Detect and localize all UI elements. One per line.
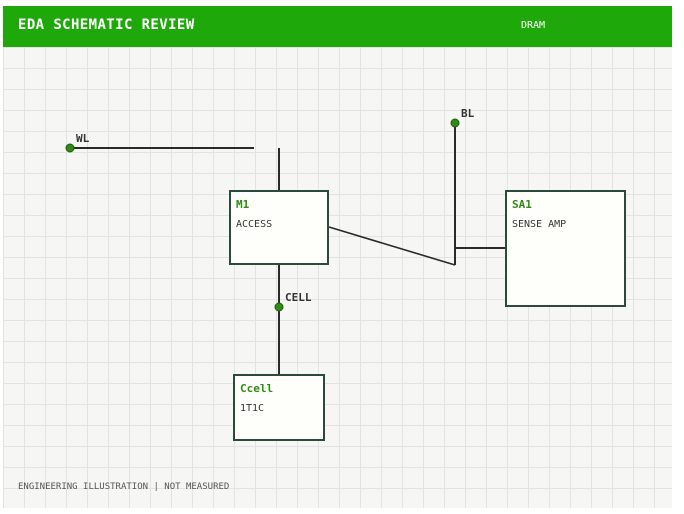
wire-layer bbox=[65, 118, 506, 375]
block-m1-desc: ACCESS bbox=[236, 219, 273, 230]
page-title: EDA SCHEMATIC REVIEW bbox=[18, 17, 195, 33]
block-ccell-desc: 1T1C bbox=[240, 403, 265, 414]
net-label-bl: BL bbox=[461, 107, 475, 120]
header-bar: EDA SCHEMATIC REVIEW DRAM bbox=[3, 6, 672, 47]
block-sa1[interactable]: SA1 SENSE AMP bbox=[505, 190, 626, 307]
node-cell-dot[interactable] bbox=[274, 302, 284, 312]
technology-badge: DRAM bbox=[521, 20, 546, 31]
wire-m1-bl[interactable] bbox=[328, 226, 456, 266]
node-bl-dot[interactable] bbox=[450, 118, 460, 128]
schematic-canvas[interactable]: WL BL CELL M1 ACCESS SA1 SENSE AMP Ccell… bbox=[3, 47, 672, 508]
footer-note: ENGINEERING ILLUSTRATION | NOT MEASURED bbox=[18, 482, 230, 492]
node-wl-dot[interactable] bbox=[65, 143, 75, 153]
block-ccell-name: Ccell bbox=[240, 382, 274, 395]
block-m1[interactable]: M1 ACCESS bbox=[229, 190, 329, 265]
net-label-cell: CELL bbox=[285, 291, 312, 304]
block-m1-name: M1 bbox=[236, 198, 250, 211]
net-label-wl: WL bbox=[76, 132, 90, 145]
block-sa1-name: SA1 bbox=[512, 198, 532, 211]
block-ccell[interactable]: Ccell 1T1C bbox=[233, 374, 325, 441]
block-sa1-desc: SENSE AMP bbox=[512, 219, 567, 230]
